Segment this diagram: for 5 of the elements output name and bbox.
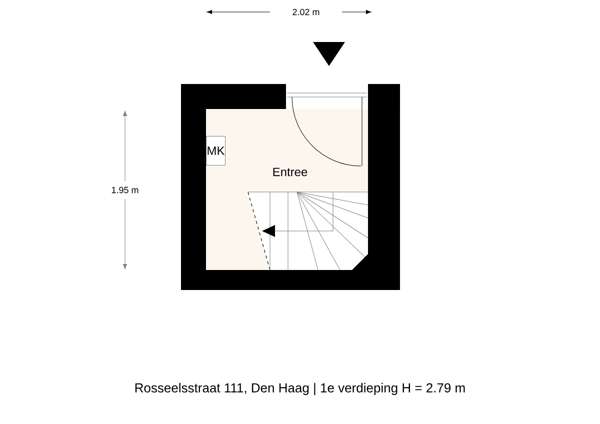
meter-cupboard-box: MK (206, 136, 226, 166)
room-label: Entree (273, 168, 308, 176)
caption: Rosseelsstraat 111, Den Haag | 1e verdieping H = 2.79 m (135, 382, 465, 396)
dimension-label: 2.02 m (292, 8, 320, 16)
dimension-label: 1.95 m (112, 186, 138, 194)
